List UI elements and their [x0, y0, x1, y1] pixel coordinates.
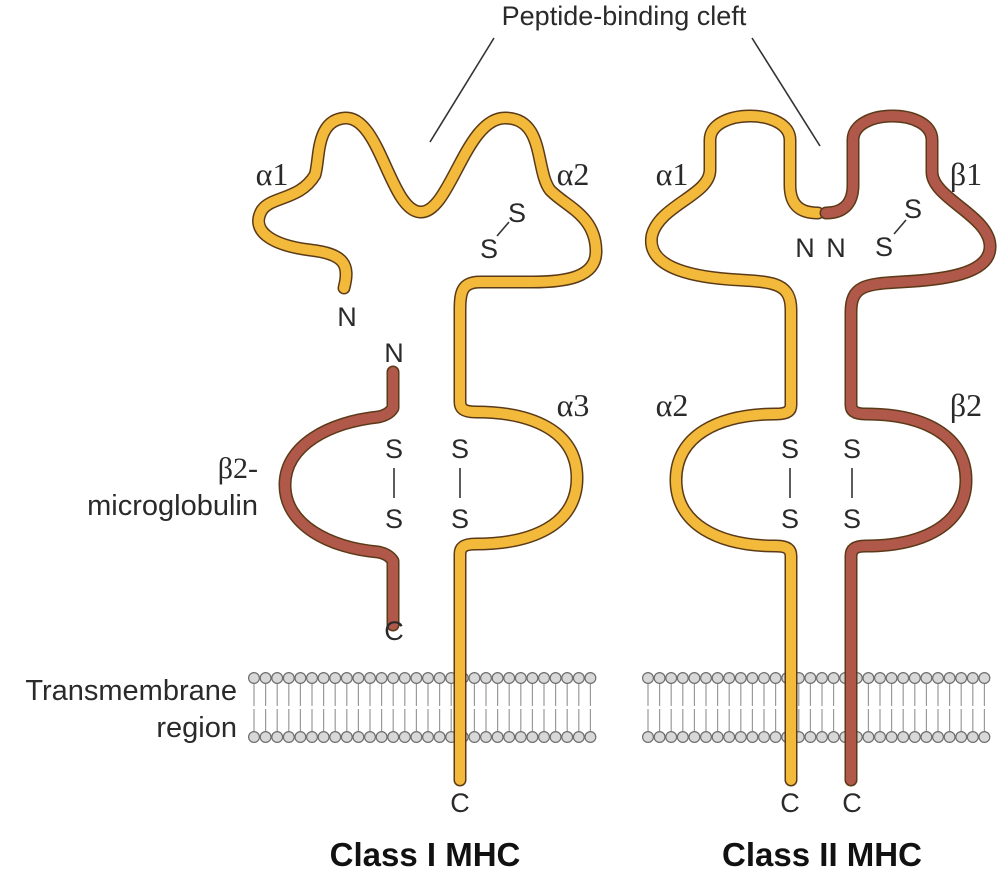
class2-alpha1-label: α1: [656, 156, 689, 192]
class2-alpha2-label: α2: [656, 387, 689, 423]
class2-beta-c-terminus: C: [842, 788, 862, 818]
class1-b2m-n-terminus: N: [384, 338, 404, 368]
class2-beta2-label: β2: [950, 387, 982, 423]
class1-alpha-n-terminus: N: [337, 302, 357, 332]
class1-b2m-chain: [278, 365, 400, 632]
class2-alpha-chain: [645, 109, 825, 787]
class2-beta-n-terminus: N: [826, 233, 846, 263]
class1-alpha3-label: α3: [557, 387, 590, 423]
class1-alpha-chain: [252, 111, 603, 787]
class2-a2-s-lower: S: [781, 504, 799, 534]
class2-b2-s-upper: S: [843, 434, 861, 464]
b2m-label-line1: β2-: [218, 452, 258, 485]
class1-a2-disulfide-bond: [496, 221, 510, 237]
class1-a3-s-lower: S: [451, 504, 469, 534]
class1-a2-s-upper: S: [508, 198, 526, 228]
membrane-right: [641, 671, 991, 743]
class2-b1-s-lower: S: [875, 232, 893, 262]
class1-title: Class I MHC: [330, 836, 521, 872]
transmembrane-label-line1: Transmembrane: [25, 675, 237, 707]
cleft-leader-right: [751, 37, 821, 147]
class2-alpha-n-terminus: N: [795, 233, 815, 263]
b2m-label-line2: microglobulin: [87, 490, 258, 522]
class1-a2-s-lower: S: [480, 234, 498, 264]
class2-b1-s-upper: S: [904, 194, 922, 224]
membrane-bilayers: [248, 671, 991, 743]
cleft-label: Peptide-binding cleft: [502, 1, 747, 31]
class2-a2-s-upper: S: [781, 434, 799, 464]
class1-alpha2-label: α2: [557, 156, 590, 192]
cleft-leader-left: [429, 37, 495, 143]
class1-a3-s-upper: S: [451, 434, 469, 464]
class2-beta1-label: β1: [950, 156, 982, 192]
class1-alpha-c-terminus: C: [450, 788, 470, 818]
class1-b2m-s-lower: S: [385, 504, 403, 534]
membrane-left: [248, 671, 597, 743]
class1-b2m-c-terminus: C: [384, 616, 404, 646]
class1-b2m-s-upper: S: [385, 434, 403, 464]
class1-alpha1-label: α1: [256, 156, 289, 192]
class2-b1-disulfide-bond: [893, 219, 907, 235]
class2-title: Class II MHC: [722, 836, 922, 872]
transmembrane-label-line2: region: [156, 712, 237, 744]
class2-alpha-c-terminus: C: [780, 788, 800, 818]
class2-b2-s-lower: S: [843, 504, 861, 534]
class2-beta-chain: [819, 109, 997, 787]
